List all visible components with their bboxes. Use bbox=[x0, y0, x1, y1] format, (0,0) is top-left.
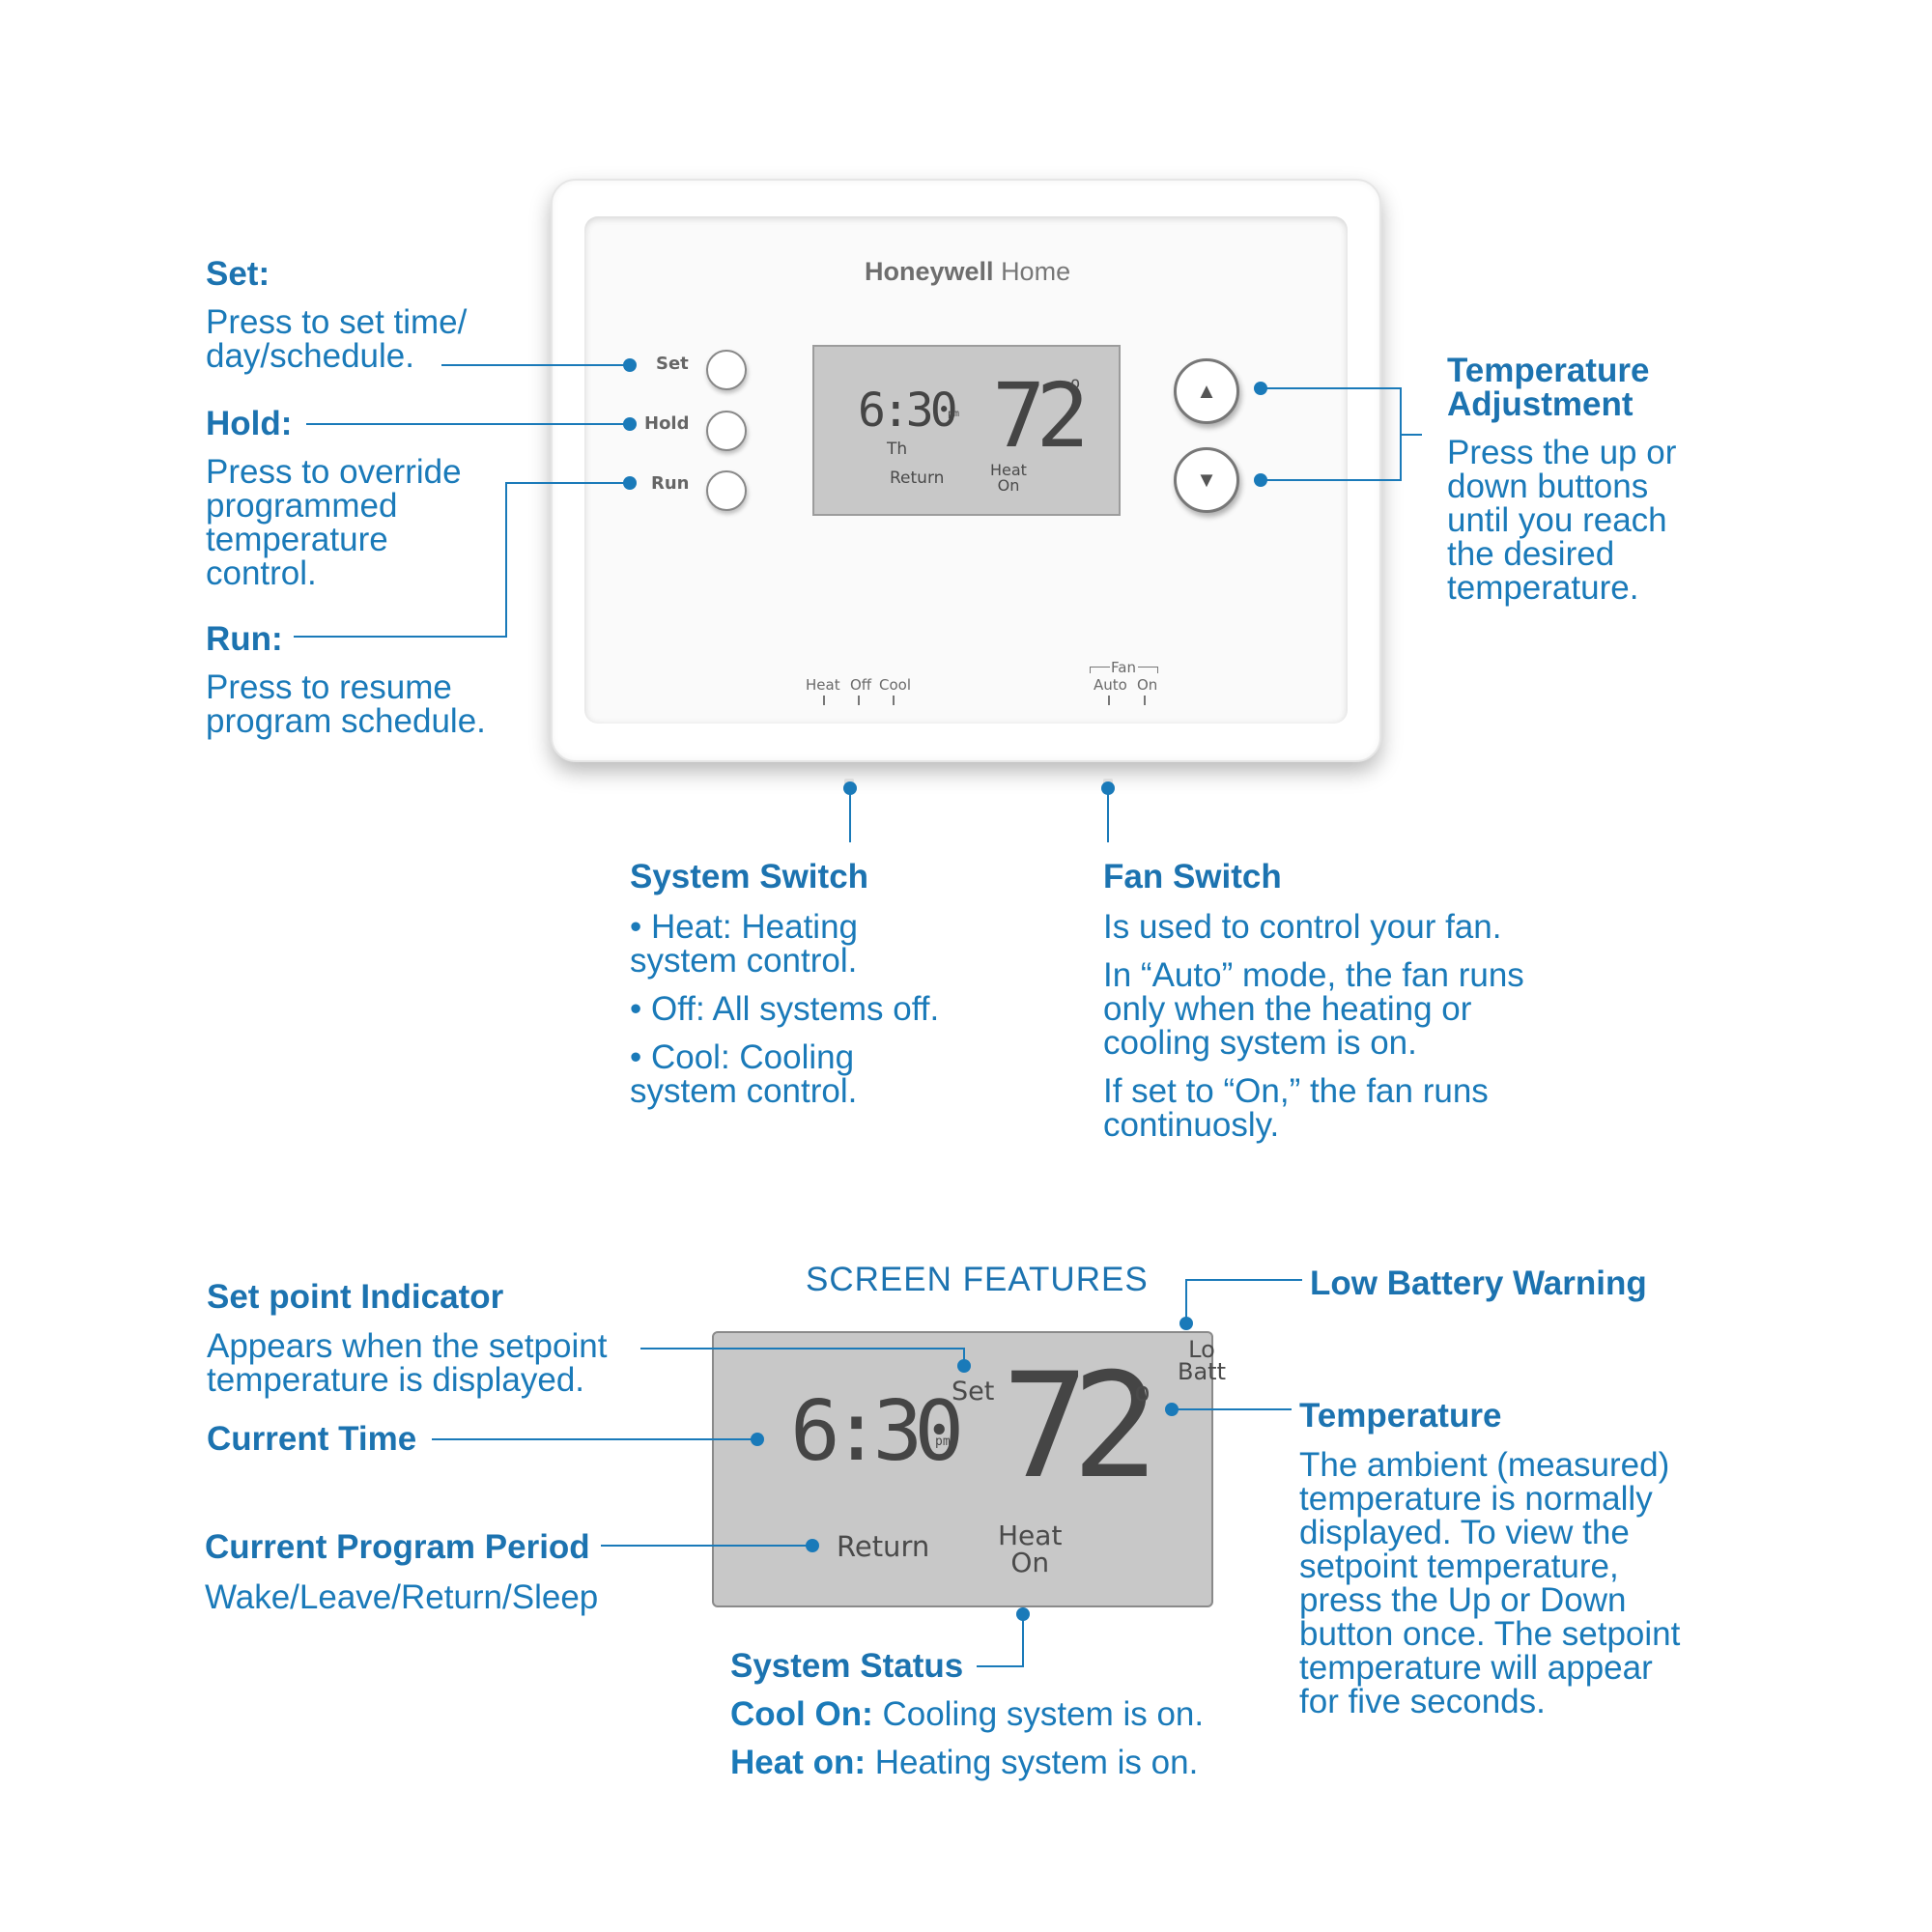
run-callout-text: Press to resume program schedule. bbox=[206, 668, 486, 740]
system-switch-bullet-heat: • Heat: Heating system control. bbox=[630, 908, 858, 980]
system-switch-heat-label: Heat bbox=[806, 676, 840, 694]
brand-logo: Honeywell Home bbox=[865, 257, 1071, 286]
device-lcd-degree: o bbox=[1070, 374, 1081, 393]
system-switch-title: System Switch bbox=[630, 858, 869, 895]
temperature-adjustment-text: Press the up or down buttons until you r… bbox=[1447, 434, 1677, 607]
feature-lcd-pm: pm bbox=[935, 1435, 951, 1449]
fan-switch-tick-auto[interactable] bbox=[1108, 696, 1110, 705]
device-lcd-day: Th bbox=[887, 440, 908, 459]
system-switch-cool-label: Cool bbox=[879, 676, 911, 694]
fan-switch-text-3: If set to “On,” the fan runs continuosly… bbox=[1103, 1072, 1489, 1144]
system-status-cool: Cool On: Cooling system is on. bbox=[730, 1695, 1205, 1733]
fan-switch-callout-title: Fan Switch bbox=[1103, 858, 1282, 895]
device-lcd-temperature: 72 bbox=[992, 364, 1090, 468]
system-switch-off-label: Off bbox=[850, 676, 872, 694]
current-program-period-title: Current Program Period bbox=[205, 1528, 590, 1566]
device-lcd-time: 6:30 bbox=[858, 384, 958, 438]
feature-lcd-degree: o bbox=[1134, 1376, 1151, 1407]
device-lcd-pm: pm bbox=[948, 409, 960, 419]
system-status-leader-line bbox=[977, 1614, 1024, 1667]
device-lcd-period: Return bbox=[890, 469, 945, 488]
fan-switch-tab bbox=[1103, 779, 1113, 790]
screen-features-heading: SCREEN FEATURES bbox=[806, 1261, 1149, 1298]
fan-switch-title: Fan bbox=[1111, 659, 1136, 676]
fan-switch-text-1: Is used to control your fan. bbox=[1103, 908, 1502, 946]
current-time-title: Current Time bbox=[207, 1420, 417, 1458]
fan-bracket-left bbox=[1090, 667, 1110, 673]
system-status-title: System Status bbox=[730, 1647, 964, 1685]
set-callout-text: Press to set time/ day/schedule. bbox=[206, 303, 468, 375]
temperature-feature-text: The ambient (measured) temperature is no… bbox=[1299, 1446, 1681, 1720]
set-button[interactable] bbox=[706, 350, 747, 390]
fan-switch-text-2: In “Auto” mode, the fan runs only when t… bbox=[1103, 956, 1524, 1062]
temperature-up-button[interactable]: ▲ bbox=[1174, 358, 1239, 424]
up-arrow-icon: ▲ bbox=[1196, 379, 1217, 403]
feature-lcd-time: 6:30 bbox=[790, 1383, 964, 1480]
down-arrow-icon: ▼ bbox=[1196, 468, 1217, 492]
system-switch-tick-cool[interactable] bbox=[893, 696, 895, 705]
current-program-period-text: Wake/Leave/Return/Sleep bbox=[205, 1578, 599, 1616]
feature-lcd-temperature: 72 bbox=[1002, 1343, 1159, 1511]
run-button-label: Run bbox=[651, 473, 690, 494]
feature-lcd-set: Set bbox=[952, 1377, 995, 1406]
system-status-leader-dot bbox=[1016, 1607, 1030, 1621]
low-battery-leader-dot bbox=[1179, 1317, 1193, 1330]
system-status-heat: Heat on: Heating system is on. bbox=[730, 1744, 1199, 1781]
set-button-label: Set bbox=[656, 354, 689, 374]
fan-switch-tick-on[interactable] bbox=[1144, 696, 1146, 705]
low-battery-leader-line bbox=[1185, 1279, 1302, 1323]
low-battery-warning-title: Low Battery Warning bbox=[1310, 1264, 1647, 1302]
system-switch-bullet-off: • Off: All systems off. bbox=[630, 990, 940, 1028]
system-switch-tab bbox=[844, 779, 854, 790]
system-switch-tick-off[interactable] bbox=[858, 696, 860, 705]
fan-switch-auto-label: Auto bbox=[1094, 676, 1127, 694]
fan-bracket-right bbox=[1138, 667, 1158, 673]
fan-switch-on-label: On bbox=[1137, 676, 1158, 694]
temperature-feature-title: Temperature bbox=[1299, 1397, 1502, 1435]
hold-callout-title: Hold: bbox=[206, 405, 293, 442]
feature-lcd-period: Return bbox=[837, 1530, 930, 1563]
setpoint-indicator-title: Set point Indicator bbox=[207, 1278, 504, 1316]
temperature-down-button[interactable]: ▼ bbox=[1174, 447, 1239, 513]
run-button[interactable] bbox=[706, 470, 747, 511]
system-switch-bullet-cool: • Cool: Cooling system control. bbox=[630, 1038, 858, 1110]
setpoint-indicator-text: Appears when the setpoint temperature is… bbox=[207, 1327, 608, 1399]
hold-callout-text: Press to override programmed temperature… bbox=[206, 453, 462, 592]
set-callout-title: Set: bbox=[206, 255, 270, 293]
hold-button[interactable] bbox=[706, 411, 747, 451]
run-callout-title: Run: bbox=[206, 620, 283, 658]
temperature-adjustment-title: Temperature Adjustment bbox=[1447, 352, 1650, 423]
hold-button-label: Hold bbox=[644, 413, 690, 434]
system-switch-tick-heat[interactable] bbox=[823, 696, 825, 705]
